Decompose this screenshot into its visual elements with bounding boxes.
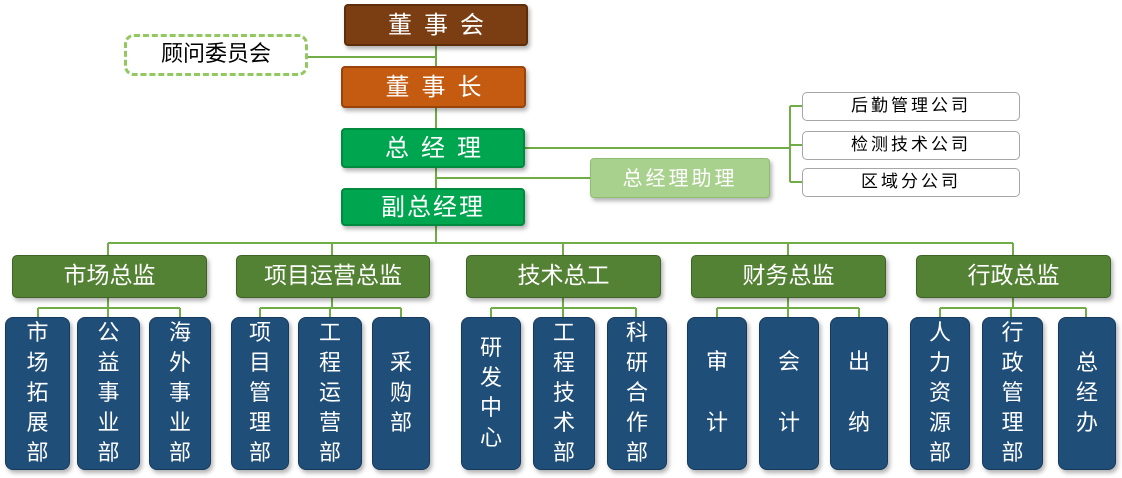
subsidiary-logistics-node: 后勤管理公司 [802, 92, 1020, 121]
dept-admin-management-node: 行政管理部 [982, 317, 1043, 470]
dept-market-expansion-node: 市场拓展部 [5, 317, 70, 470]
gm-assistant-node: 总经理助理 [590, 158, 770, 198]
director-project-ops-node: 项目运营总监 [236, 255, 430, 298]
dept-engineering-ops-node: 工程运营部 [298, 317, 362, 470]
dept-gm-office-node: 总经办 [1058, 317, 1116, 470]
director-marketing-node: 市场总监 [12, 255, 207, 298]
subsidiary-testing-node: 检测技术公司 [802, 131, 1020, 160]
director-finance-node: 财务总监 [691, 255, 886, 298]
director-admin-node: 行政总监 [916, 255, 1111, 298]
advisory-committee-node: 顾问委员会 [124, 34, 308, 76]
dept-project-management-node: 项目管理部 [231, 317, 289, 470]
dept-accounting-node: 会计 [759, 317, 819, 470]
chairman-node: 董事长 [341, 66, 526, 108]
dept-audit-node: 审计 [687, 317, 747, 470]
director-chief-engineer-node: 技术总工 [466, 255, 661, 298]
general-manager-node: 总经理 [341, 128, 525, 168]
dept-overseas-node: 海外事业部 [149, 317, 211, 470]
subsidiary-regional-node: 区域分公司 [802, 168, 1020, 197]
dept-human-resources-node: 人力资源部 [910, 317, 970, 470]
dept-cashier-node: 出纳 [830, 317, 888, 470]
dept-rnd-center-node: 研发中心 [461, 317, 521, 470]
dept-procurement-node: 采购部 [372, 317, 430, 470]
dept-engineering-tech-node: 工程技术部 [533, 317, 595, 470]
vice-general-manager-node: 副总经理 [341, 188, 525, 226]
board-of-directors-node: 董事会 [344, 4, 528, 46]
dept-public-welfare-node: 公益事业部 [77, 317, 140, 470]
dept-research-coop-node: 科研合作部 [607, 317, 667, 470]
